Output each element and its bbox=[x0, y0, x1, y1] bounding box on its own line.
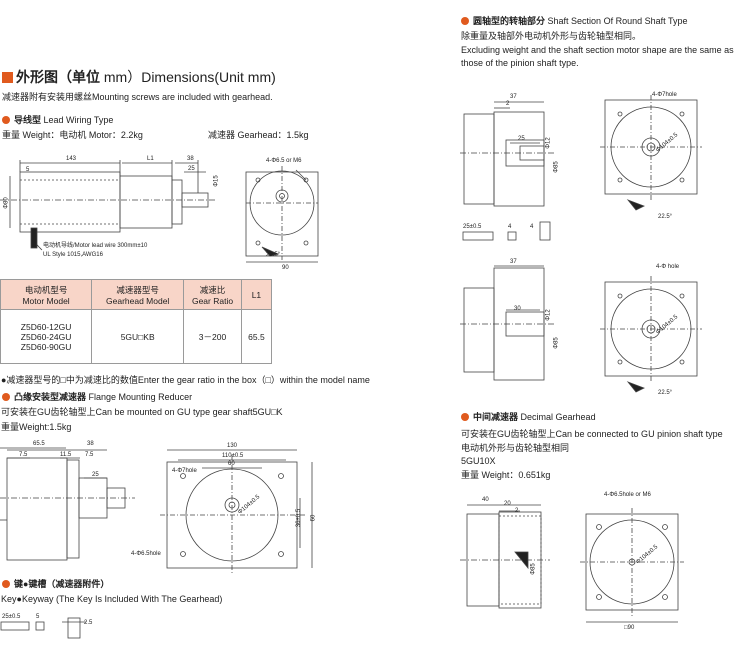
lead-wiring-title: 导线型 Lead Wiring Type bbox=[2, 116, 113, 125]
bullet-icon bbox=[461, 17, 469, 25]
flange-note: 可安装在GU齿轮轴型上Can be mounted on GU type gea… bbox=[1, 407, 283, 417]
ddim-hole: 4-Φ6.5hole or M6 bbox=[604, 492, 651, 498]
ratio-cell: 3－200 bbox=[183, 309, 242, 364]
fdim-38: 38 bbox=[87, 441, 94, 447]
key-25: 25±0.5 bbox=[2, 614, 21, 620]
rkey-4: 4 bbox=[508, 224, 512, 230]
decimal-note: 可安装在GU齿轮轴型上Can be connected to GU pinion… bbox=[461, 429, 723, 439]
l1-cell: 65.5 bbox=[240, 309, 273, 364]
dim-5: 5 bbox=[26, 167, 30, 173]
key-2-5: 2.5 bbox=[84, 620, 93, 626]
rdim-25: 25 bbox=[518, 136, 525, 142]
round-note-en2: those of the pinion shaft type. bbox=[461, 58, 579, 68]
fdim-7-5: 7.5 bbox=[19, 452, 28, 458]
ddim-40: 40 bbox=[482, 497, 489, 503]
flange-weight: 重量Weight:1.5kg bbox=[1, 422, 72, 432]
key-title-en: Key●Keyway (The Key Is Included With The… bbox=[1, 594, 223, 604]
fdim-110: 110±0.5 bbox=[222, 453, 244, 459]
fdim-hole7: 4-Φ7hole bbox=[172, 468, 197, 474]
decimal-note-2: 电动机外形与齿轮轴型相同 bbox=[461, 443, 570, 453]
ddim-2: 2 bbox=[515, 508, 519, 514]
gearhead-cell: 5GU□KB bbox=[91, 309, 185, 364]
rdim-22-5b: 22.5° bbox=[658, 390, 673, 396]
ratio-note: ●减速器型号的□中为减速比的数值Enter the gear ratio in … bbox=[1, 375, 370, 385]
bullet-icon bbox=[2, 116, 10, 124]
decimal-title: 中间减速器 Decimal Gearhead bbox=[461, 413, 596, 422]
rdim-30: 30 bbox=[514, 306, 521, 312]
bullet-icon bbox=[2, 393, 10, 401]
rdim-22-5: 22.5° bbox=[658, 214, 673, 220]
round-shaft-title: 圆轴型的转轴部分 Shaft Section Of Round Shaft Ty… bbox=[461, 17, 687, 26]
bullet-icon bbox=[2, 580, 10, 588]
ddim-90: □90 bbox=[624, 625, 635, 631]
header-l1: L1 bbox=[240, 279, 273, 310]
weight-gear: 减速器 Gearhead：1.5kg bbox=[208, 130, 309, 140]
dim-143: 143 bbox=[66, 156, 77, 162]
fdim-11-5: 11.5 bbox=[60, 452, 72, 458]
dim-90: 90 bbox=[282, 265, 289, 271]
dim-25: 25 bbox=[188, 166, 195, 172]
fdim-25: 25 bbox=[92, 472, 99, 478]
fdim-130: 130 bbox=[227, 443, 238, 449]
dim-22-5: 22.5° bbox=[266, 252, 281, 258]
fdim-hole65: 4-Φ6.5hole bbox=[131, 551, 161, 557]
rdim-2: 2 bbox=[506, 101, 510, 107]
dim-38: 38 bbox=[187, 156, 194, 162]
rkey-25: 25±0.5 bbox=[463, 224, 482, 230]
mounting-note: 减速器附有安装用螺丝Mounting screws are included w… bbox=[2, 92, 273, 102]
main-title: 外形图（单位 mm）Dimensions(Unit mm) bbox=[2, 70, 276, 84]
flange-title: 凸缘安装型减速器 Flange Mounting Reducer bbox=[2, 393, 192, 402]
rdim-hole7: 4-Φ7hole bbox=[652, 92, 677, 98]
title-marker bbox=[2, 72, 13, 83]
round-note-en1: Excluding weight and the shaft section m… bbox=[461, 45, 734, 55]
rdim-37b: 37 bbox=[510, 259, 517, 265]
rkey-4b: 4 bbox=[530, 224, 534, 230]
decimal-model: 5GU10X bbox=[461, 456, 496, 466]
fdim-65-5: 65.5 bbox=[33, 441, 45, 447]
ddim-phi85: Φ85 bbox=[530, 563, 537, 575]
fdim-7-5b: 7.5 bbox=[85, 452, 94, 458]
dim-hole: 4-Φ6.5 or M6 bbox=[266, 158, 302, 164]
fdim-60: 60 bbox=[228, 461, 235, 467]
rdim-holeb: 4-Φ hole bbox=[656, 264, 680, 270]
round-note-cn: 除重量及轴部外电动机外形与齿轮轴型相同。 bbox=[461, 31, 642, 41]
key-5: 5 bbox=[36, 614, 40, 620]
bullet-icon bbox=[461, 413, 469, 421]
motor-lead-note: 电动机导线/Motor lead wire 300mm±10 bbox=[43, 243, 148, 249]
rdim-37: 37 bbox=[510, 94, 517, 100]
ddim-20: 20 bbox=[504, 501, 511, 507]
weight-motor: 重量 Weight：电动机 Motor：2.2kg bbox=[2, 130, 143, 140]
key-title: 键●键槽（减速器附件） bbox=[2, 580, 109, 589]
dim-l1: L1 bbox=[147, 156, 154, 162]
decimal-weight: 重量 Weight：0.651kg bbox=[461, 470, 551, 480]
motor-lead-note-2: UL Style 1015,AWG16 bbox=[43, 252, 103, 258]
